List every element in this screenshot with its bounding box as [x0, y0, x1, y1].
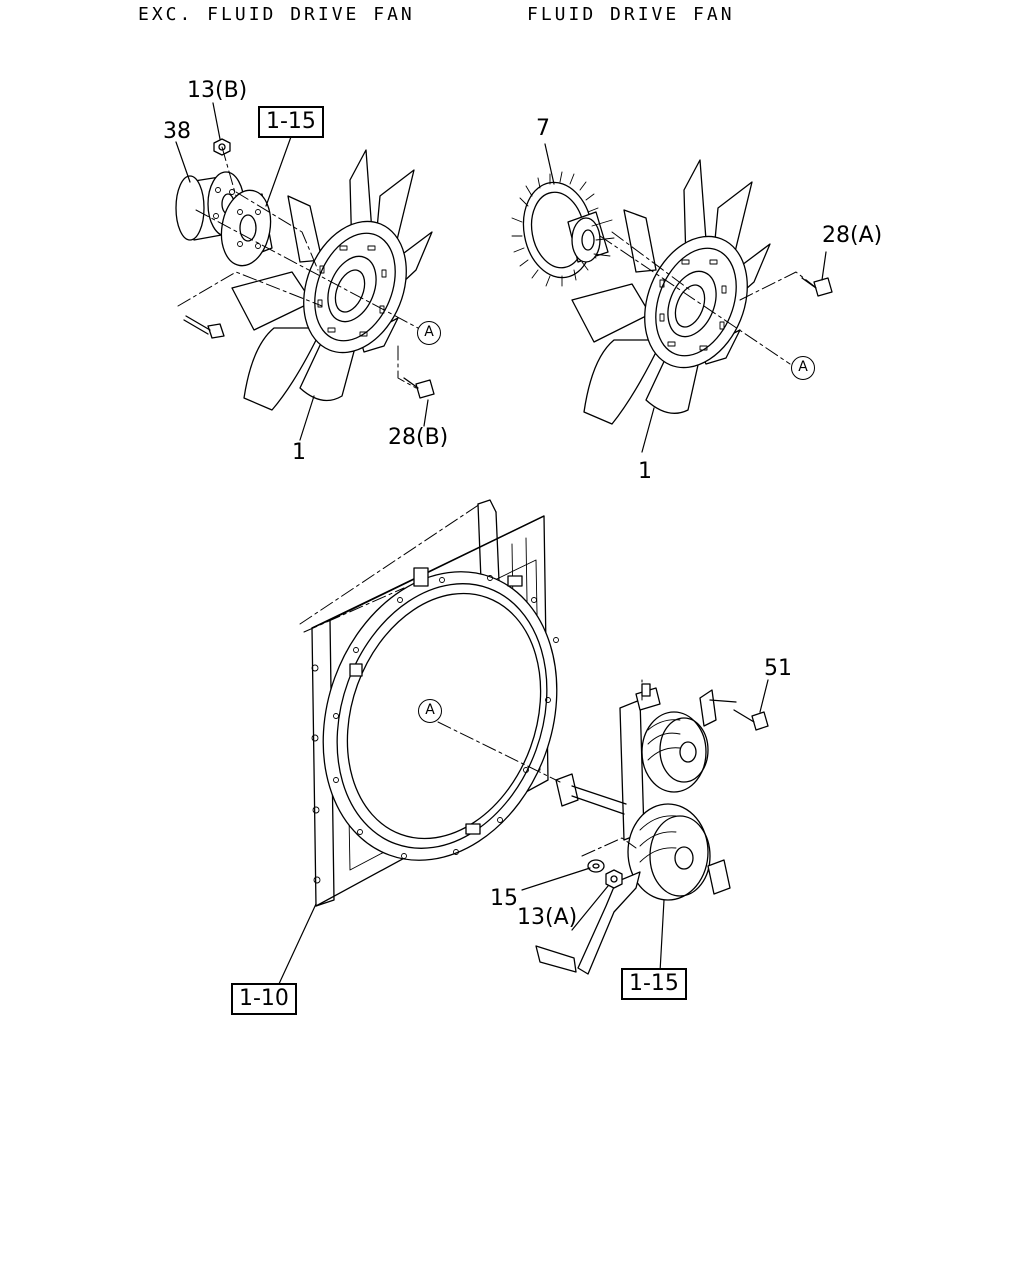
bolt-28b-part	[403, 377, 435, 399]
leaders-shroud	[277, 679, 769, 987]
fan-hub-ring-left	[303, 220, 407, 354]
callout-28a: 28(A)	[822, 223, 883, 248]
fluid-coupling-7-part	[511, 171, 615, 287]
fan-hub-ring-right	[644, 235, 748, 369]
callout-1-left: 1	[292, 440, 306, 465]
callout-7: 7	[536, 116, 550, 141]
callout-28b: 28(B)	[388, 425, 449, 450]
heading-exc-fluid-drive-fan: EXC. FLUID DRIVE FAN	[138, 4, 415, 25]
ref-box-1-15-bottom: 1-15	[621, 968, 687, 1000]
fan-blades-right	[571, 159, 771, 425]
centerlines-left	[177, 146, 419, 389]
ref-mark-a-right: A	[791, 356, 815, 380]
callout-38: 38	[163, 119, 191, 144]
heading-fluid-drive-fan: FLUID DRIVE FAN	[527, 4, 735, 25]
nut-13a-part	[605, 869, 623, 889]
bolt-28a-part	[801, 277, 833, 297]
ref-mark-a-shroud: A	[418, 699, 442, 723]
washer-15-part	[587, 859, 605, 873]
ref-box-1-10: 1-10	[231, 983, 297, 1015]
bolt-51-part	[733, 709, 769, 731]
callout-51: 51	[764, 656, 792, 681]
centerlines-shroud	[299, 503, 643, 857]
ref-box-1-15-top: 1-15	[258, 106, 324, 138]
callout-13b: 13(B)	[187, 78, 248, 103]
leaders-right	[544, 143, 827, 453]
fan-assembly-left	[175, 102, 435, 441]
callout-15: 15	[490, 886, 518, 911]
bolt-left-lower-part	[183, 315, 225, 339]
callout-13a: 13(A)	[517, 905, 578, 930]
centerlines-right	[599, 231, 815, 365]
ref-mark-a-left: A	[417, 321, 441, 345]
idler-pulley-bracket	[535, 683, 737, 975]
fan-assembly-right	[511, 143, 833, 453]
callout-1-right: 1	[638, 459, 652, 484]
leaders-left	[175, 102, 429, 441]
